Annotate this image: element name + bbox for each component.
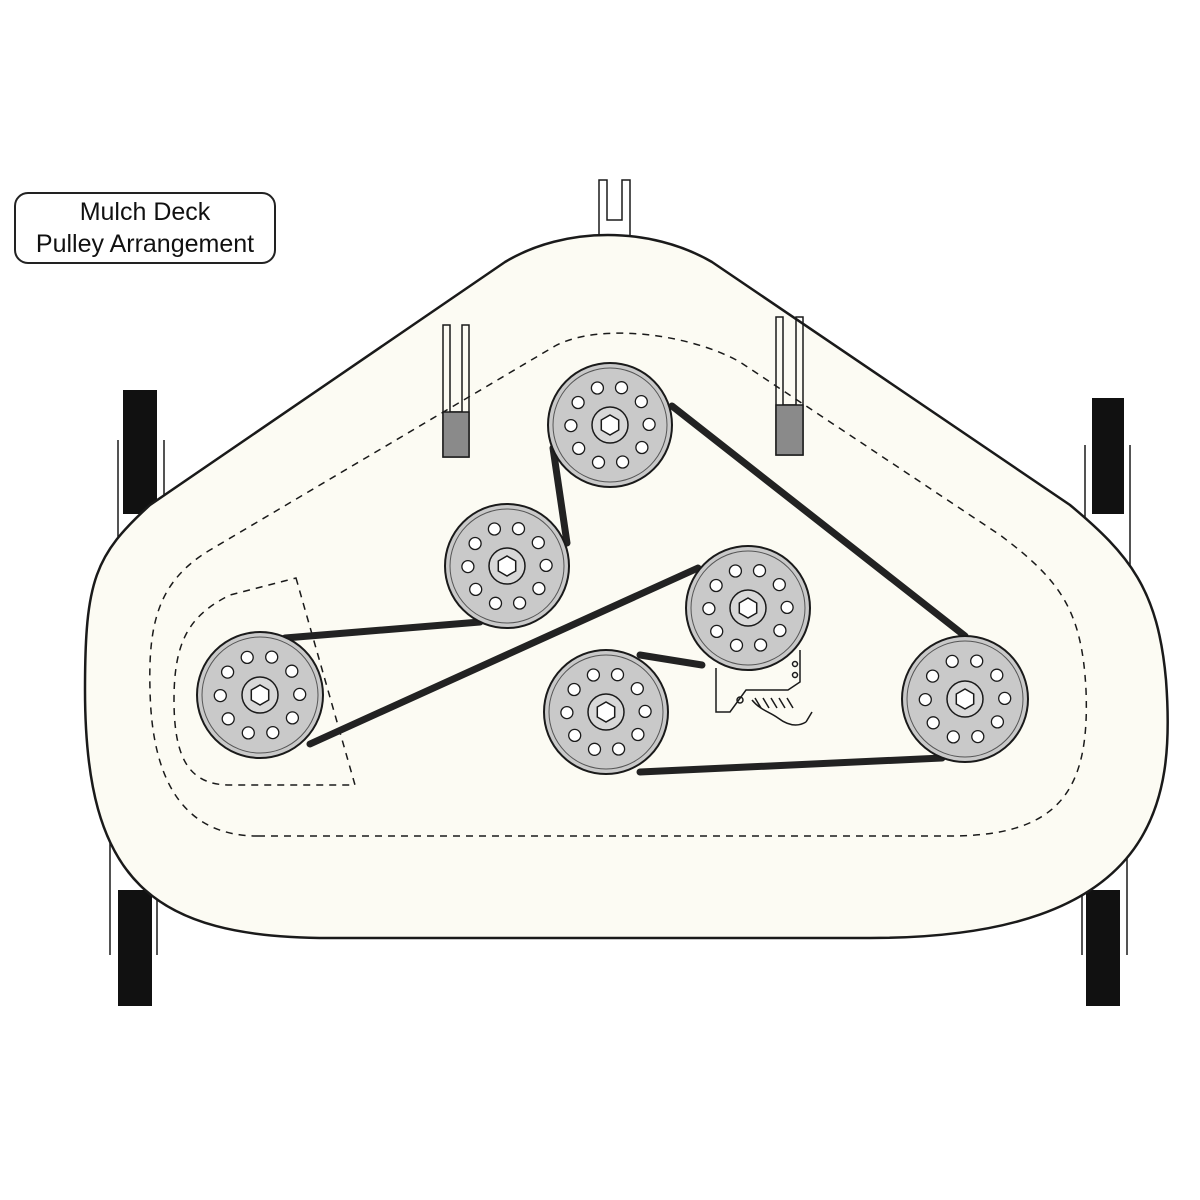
pulley-top-center (547, 362, 673, 488)
pulley-idler (685, 545, 811, 671)
pulley-upper-left (444, 503, 570, 629)
wheel-front-left (117, 390, 165, 540)
pulley-right-spindle (901, 635, 1029, 763)
baffle-bracket-right (775, 316, 804, 456)
diagram-title-line2: Pulley Arrangement (35, 230, 255, 258)
left-chamber-outline (173, 577, 356, 786)
pulleys (196, 362, 1029, 775)
drive-belt (281, 402, 969, 776)
baffle-bracket-left (442, 324, 470, 458)
deck-outline (83, 233, 1170, 940)
diagram-title-box: Mulch Deck Pulley Arrangement (14, 192, 276, 264)
mulch-chamber-outline (149, 332, 1088, 837)
wheel-rear-right (1081, 830, 1128, 1006)
pulley-left-spindle (196, 631, 324, 759)
front-hitch-bracket (598, 179, 631, 236)
diagram-title-line1: Mulch Deck (79, 198, 211, 226)
wheel-front-right (1084, 398, 1131, 570)
wheel-rear-left (109, 840, 158, 1006)
pulley-center-spindle (543, 649, 669, 775)
idler-spring-icon (715, 650, 813, 726)
